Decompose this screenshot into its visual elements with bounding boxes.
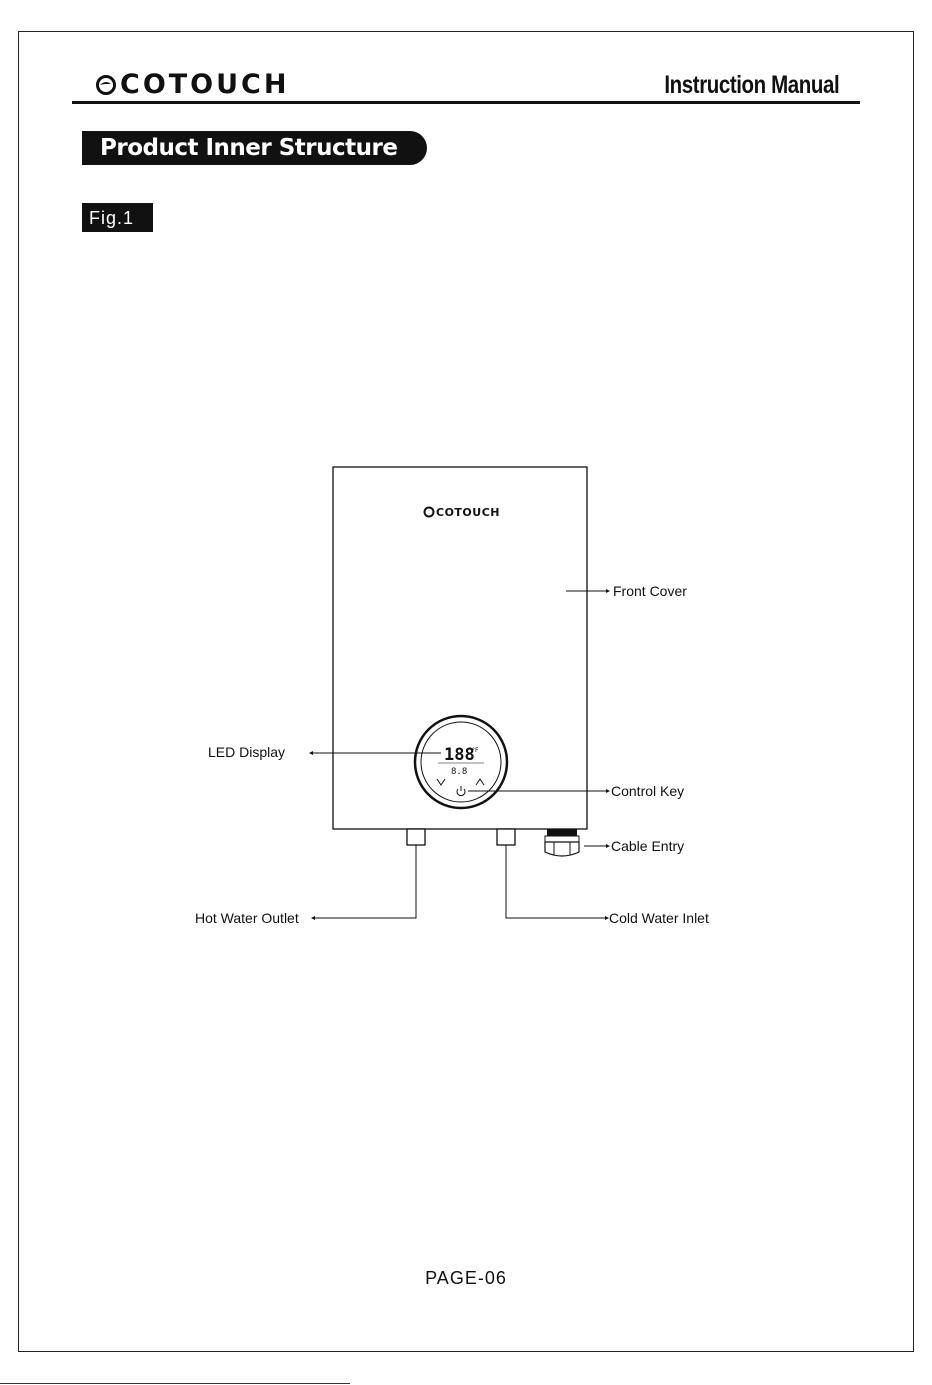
callout-led-display: LED Display [208, 744, 285, 760]
device-brand: COTOUCH [436, 506, 500, 519]
display-secondary-reading: 8.8 [451, 767, 467, 777]
callout-control-key: Control Key [611, 783, 684, 799]
page-number: PAGE-06 [0, 1268, 932, 1289]
cable-gland [545, 829, 579, 856]
bottom-edge-line [0, 1383, 350, 1384]
cold-water-fitting [497, 829, 515, 845]
callout-cold-water-inlet: Cold Water Inlet [609, 910, 709, 926]
display-main-reading: 188 [444, 745, 475, 765]
callout-front-cover: Front Cover [613, 583, 687, 599]
control-dial: 188 °F 8.8 [415, 716, 507, 808]
callout-hot-water-outlet: Hot Water Outlet [195, 910, 299, 926]
callout-cable-entry: Cable Entry [611, 838, 684, 854]
display-unit: °F [472, 747, 479, 754]
hot-water-fitting [407, 829, 425, 845]
